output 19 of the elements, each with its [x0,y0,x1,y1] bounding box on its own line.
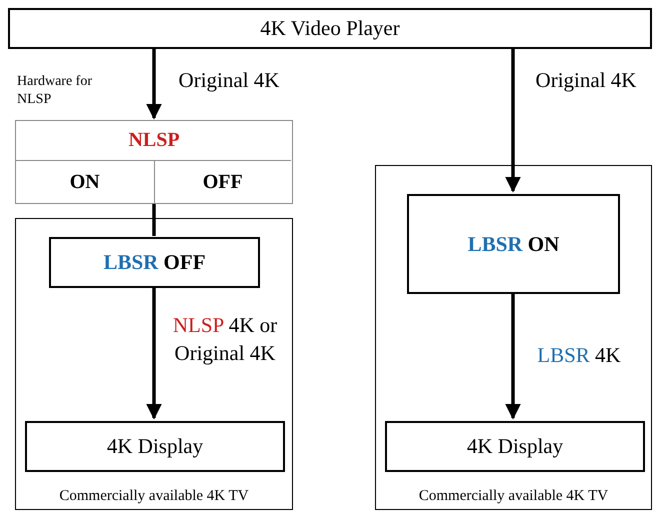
table-header: NLSP [127,128,181,153]
process-box: 4K Display [385,421,645,472]
arrow [146,287,162,420]
arrow [505,49,521,193]
process-box: LBSR OFF [49,237,260,288]
process-box: 4K Video Player [8,8,652,49]
arrow [505,293,521,420]
table-box [15,120,293,204]
side-note: Hardware for NLSP [17,73,94,110]
process-box: LBSR ON [407,194,620,294]
group-title: Commercially available 4K TV [418,488,610,505]
table-cell: ON [16,160,154,203]
group-box [15,218,293,510]
table-cell: OFF [154,160,291,203]
process-box: 4K Display [25,421,285,472]
group-title: Commercially available 4K TV [58,488,250,505]
group-box [375,165,652,510]
connector-line [152,204,156,236]
arrow [146,49,162,120]
